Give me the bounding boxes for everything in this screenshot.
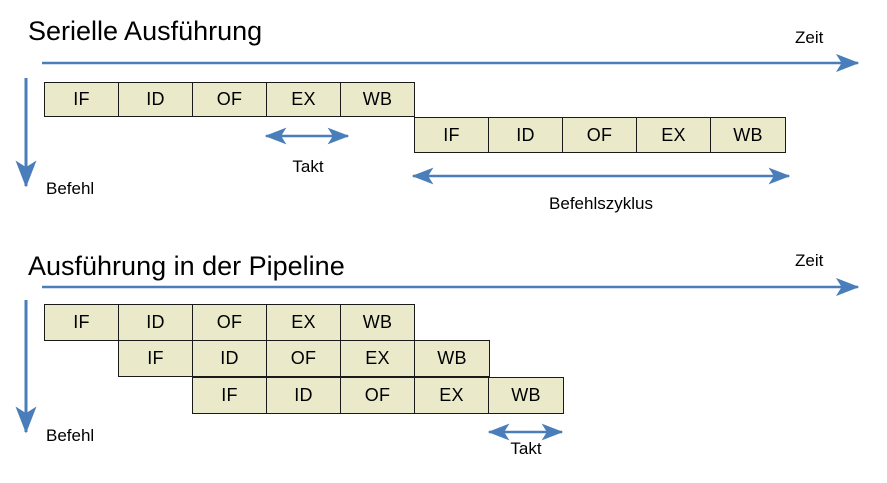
stage-box: WB bbox=[340, 82, 415, 117]
takt-label-pipeline: Takt bbox=[510, 439, 542, 458]
stage-box: WB bbox=[710, 117, 786, 153]
time-axis-label-serial: Zeit bbox=[795, 28, 824, 47]
stage-box: ID bbox=[118, 304, 193, 341]
stage-box: ID bbox=[266, 377, 341, 414]
befehlszyklus-label: Befehlszyklus bbox=[549, 194, 653, 213]
time-axis-label-pipeline: Zeit bbox=[795, 251, 824, 270]
stage-box: WB bbox=[340, 304, 415, 341]
stage-box: OF bbox=[192, 304, 267, 341]
section-title-serial: Serielle Ausführung bbox=[28, 16, 263, 46]
stage-box: EX bbox=[414, 377, 489, 414]
stage-box: IF bbox=[44, 304, 119, 341]
stage-box: IF bbox=[44, 82, 119, 117]
stage-box: WB bbox=[414, 340, 490, 377]
stage-box: OF bbox=[192, 82, 267, 117]
stage-box: WB bbox=[488, 377, 564, 414]
stage-box: IF bbox=[118, 340, 193, 377]
instruction-axis-label-serial: Befehl bbox=[46, 179, 95, 198]
stage-box: EX bbox=[636, 117, 711, 153]
instruction-axis-label-pipeline: Befehl bbox=[46, 426, 95, 445]
stage-box: EX bbox=[266, 82, 341, 117]
stage-box: OF bbox=[266, 340, 341, 377]
stage-box: OF bbox=[562, 117, 637, 153]
stage-box: OF bbox=[340, 377, 415, 414]
stage-box: ID bbox=[118, 82, 193, 117]
takt-label-serial: Takt bbox=[292, 157, 324, 176]
stage-box: EX bbox=[340, 340, 415, 377]
stage-box: IF bbox=[192, 377, 267, 414]
stage-box: EX bbox=[266, 304, 341, 341]
stage-box: IF bbox=[414, 117, 489, 153]
section-title-pipeline: Ausführung in der Pipeline bbox=[28, 251, 345, 281]
stage-box: ID bbox=[192, 340, 267, 377]
stage-box: ID bbox=[488, 117, 563, 153]
